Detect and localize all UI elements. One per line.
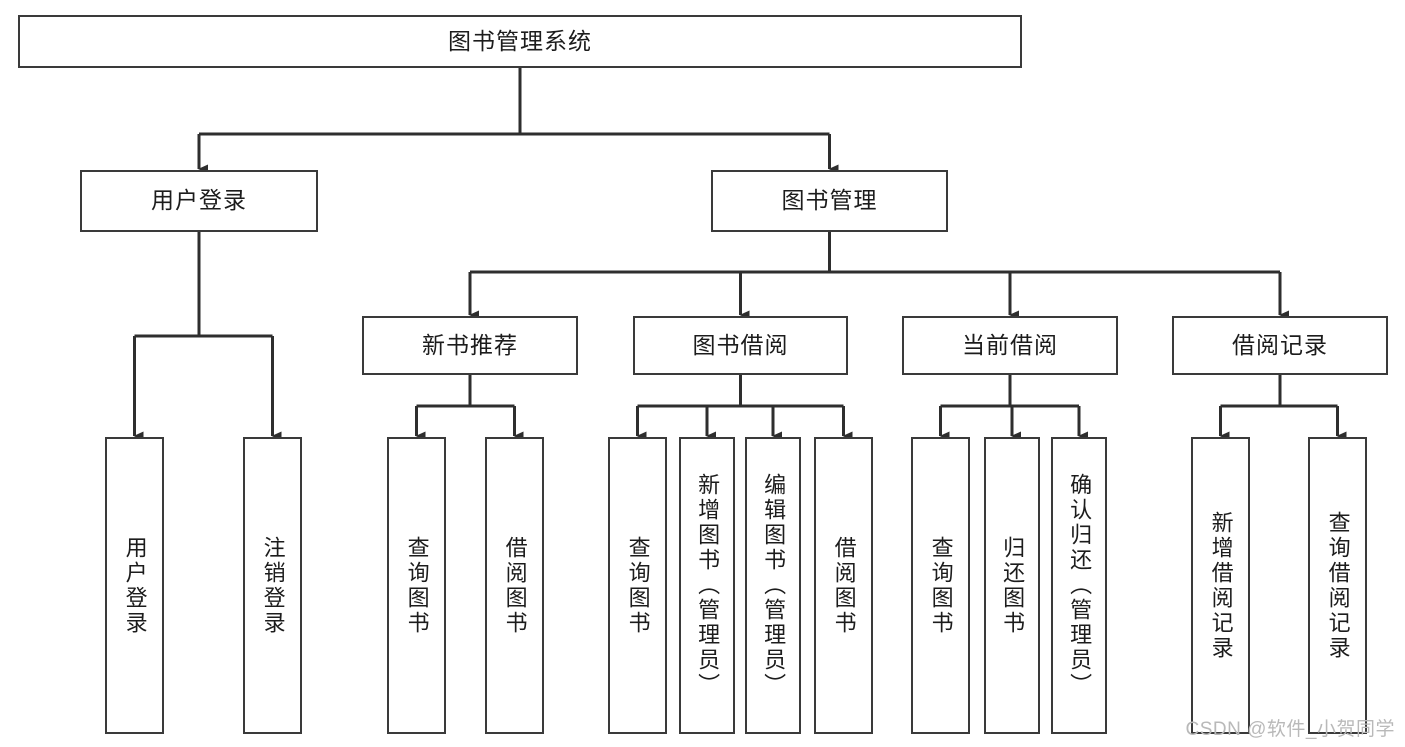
node-leaf-return-book[interactable]: 归还图书 bbox=[984, 437, 1040, 734]
node-leaf-query-record[interactable]: 查询借阅记录 bbox=[1308, 437, 1367, 734]
node-leaf-add-record[interactable]: 新增借阅记录 bbox=[1191, 437, 1250, 734]
node-book-manage[interactable]: 图书管理 bbox=[711, 170, 948, 232]
node-leaf-add-book-label: 新增图书（管理员） bbox=[695, 473, 721, 698]
node-root-label: 图书管理系统 bbox=[448, 27, 592, 54]
node-leaf-user-logout-label: 注销登录 bbox=[260, 535, 286, 636]
node-current-borrow[interactable]: 当前借阅 bbox=[902, 316, 1118, 375]
node-book-manage-label: 图书管理 bbox=[781, 187, 878, 214]
node-leaf-borrow-book-2-label: 借阅图书 bbox=[831, 535, 857, 636]
node-leaf-query-book-1-label: 查询图书 bbox=[404, 535, 430, 636]
node-user-login-label: 用户登录 bbox=[151, 187, 247, 214]
node-leaf-confirm-return-label: 确认归还（管理员） bbox=[1067, 473, 1093, 698]
node-leaf-query-book-1[interactable]: 查询图书 bbox=[387, 437, 446, 734]
node-leaf-query-book-3-label: 查询图书 bbox=[928, 535, 954, 636]
node-borrow-record[interactable]: 借阅记录 bbox=[1172, 316, 1388, 375]
node-book-borrow-label: 图书借阅 bbox=[692, 331, 789, 358]
node-user-login[interactable]: 用户登录 bbox=[80, 170, 318, 232]
node-leaf-user-logout[interactable]: 注销登录 bbox=[243, 437, 302, 734]
node-leaf-query-book-3[interactable]: 查询图书 bbox=[911, 437, 970, 734]
node-leaf-query-record-label: 查询借阅记录 bbox=[1325, 510, 1351, 661]
node-leaf-query-book-2-label: 查询图书 bbox=[625, 535, 651, 636]
node-leaf-borrow-book-1[interactable]: 借阅图书 bbox=[485, 437, 544, 734]
node-borrow-record-label: 借阅记录 bbox=[1232, 331, 1328, 358]
node-leaf-return-book-label: 归还图书 bbox=[1000, 535, 1026, 636]
node-root[interactable]: 图书管理系统 bbox=[18, 15, 1022, 68]
node-leaf-user-login[interactable]: 用户登录 bbox=[105, 437, 164, 734]
node-book-borrow[interactable]: 图书借阅 bbox=[633, 316, 848, 375]
node-leaf-borrow-book-1-label: 借阅图书 bbox=[502, 535, 528, 636]
node-leaf-query-book-2[interactable]: 查询图书 bbox=[608, 437, 667, 734]
node-current-borrow-label: 当前借阅 bbox=[962, 331, 1058, 358]
node-leaf-confirm-return[interactable]: 确认归还（管理员） bbox=[1051, 437, 1107, 734]
node-leaf-add-record-label: 新增借阅记录 bbox=[1208, 510, 1234, 661]
watermark-text: CSDN @软件_小贺同学 bbox=[1185, 719, 1395, 740]
node-leaf-add-book[interactable]: 新增图书（管理员） bbox=[679, 437, 735, 734]
node-new-book-rec-label: 新书推荐 bbox=[422, 331, 518, 358]
node-new-book-rec[interactable]: 新书推荐 bbox=[362, 316, 578, 375]
node-leaf-edit-book[interactable]: 编辑图书（管理员） bbox=[745, 437, 801, 734]
node-leaf-edit-book-label: 编辑图书（管理员） bbox=[761, 473, 787, 698]
node-leaf-user-login-label: 用户登录 bbox=[122, 535, 148, 636]
node-leaf-borrow-book-2[interactable]: 借阅图书 bbox=[814, 437, 873, 734]
